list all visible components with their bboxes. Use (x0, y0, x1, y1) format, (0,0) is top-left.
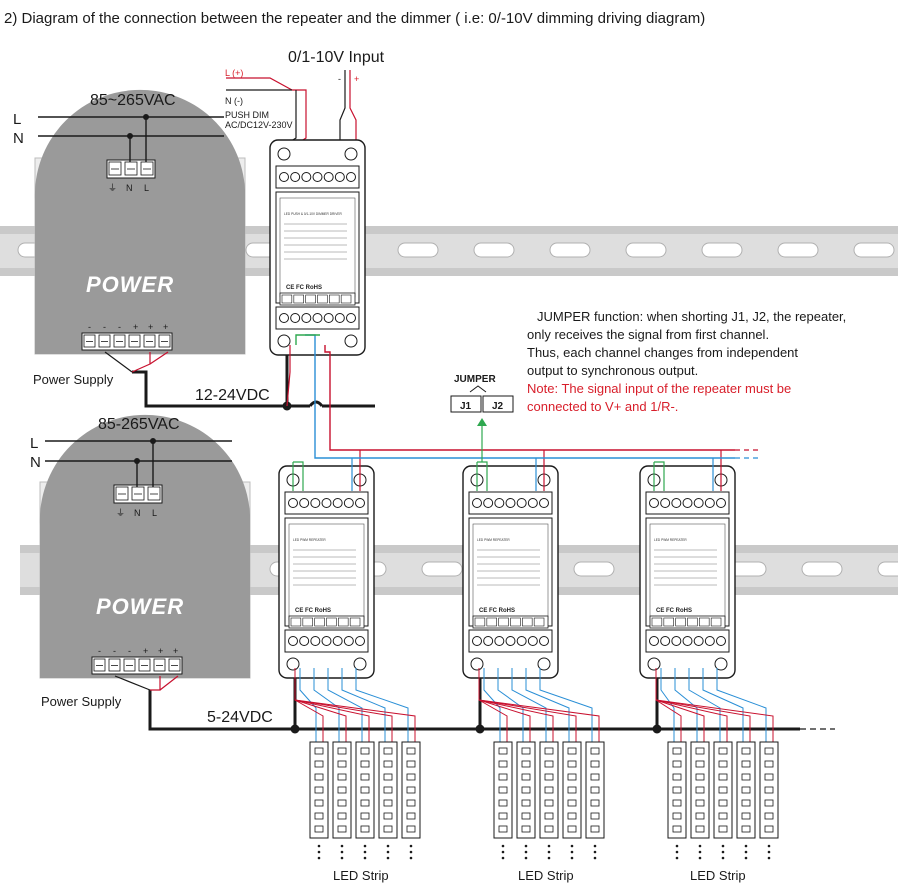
led-group-2-strip-3 (539, 741, 559, 860)
psu-bottom-sign-6: + (173, 646, 178, 656)
psu-top-sign-1: - (88, 322, 91, 332)
jumper-note: JUMPER function: when shorting J1, J2, t… (527, 309, 846, 414)
led-group-1-strip-5 (401, 741, 421, 860)
dimmer-module-label: LED PUSH & 0/1-10V DIMMER DRIVER (284, 212, 342, 216)
repeater-3: LED PWM REPEATER CE FC RoHS (639, 465, 736, 679)
led-group-2 (478, 668, 605, 860)
jumper-j2: J2 (492, 401, 504, 412)
mains-bottom-l: L (30, 435, 38, 452)
psu-bottom-output-terminals (91, 656, 183, 675)
repeater-3-marks: CE FC RoHS (656, 608, 692, 614)
push-dim-line1: PUSH DIM (225, 110, 269, 120)
mains-top-voltage: 85~265VAC (90, 92, 176, 109)
led-group-2-strip-1 (493, 741, 513, 860)
repeater-inputs (292, 450, 722, 491)
mains-bottom-voltage: 85-265VAC (98, 416, 180, 433)
psu-top-sign-6: + (163, 322, 168, 332)
led-group-2-strip-5 (585, 741, 605, 860)
psu-bottom-mark-l: L (152, 508, 157, 518)
psu-bottom-mark-n: N (134, 508, 141, 518)
input-plus-sign: + (354, 74, 359, 84)
led-caption-2: LED Strip (518, 868, 574, 883)
psu-bottom-input-terminals (113, 484, 163, 504)
psu-bottom-sign-1: - (98, 646, 101, 656)
repeater-1-label: LED PWM REPEATER (293, 538, 326, 542)
psu-top-output-terminals (81, 332, 173, 351)
note-line4: output to synchronous output. (527, 363, 698, 378)
note-line3: Thus, each channel changes from independ… (527, 345, 798, 360)
repeater-2: LED PWM REPEATER CE FC RoHS (462, 465, 559, 679)
psu-top-mark-earth: ⏚ (108, 183, 117, 193)
psu-top-signs: - - - + + + (88, 322, 168, 332)
led-caption-1: LED Strip (333, 868, 389, 883)
led-group-1-strip-3 (355, 741, 375, 860)
repeater-2-label: LED PWM REPEATER (477, 538, 510, 542)
psu-top-mark-n: N (126, 183, 133, 193)
note-line1: JUMPER function: when shorting J1, J2, t… (537, 309, 846, 324)
repeater-1: LED PWM REPEATER CE FC RoHS (278, 465, 375, 679)
led-group-1-strip-1 (309, 741, 329, 860)
repeater-1-marks: CE FC RoHS (295, 608, 331, 614)
led-caption-3: LED Strip (690, 868, 746, 883)
dimmer-module: LED PUSH & 0/1-10V DIMMER DRIVER CE FC Ro… (269, 139, 366, 356)
jumper-title: JUMPER (454, 374, 496, 385)
signal-bus (295, 334, 735, 459)
note-line2: only receives the signal from first chan… (527, 327, 769, 342)
power-supply-bottom: POWER (39, 414, 251, 679)
mains-top-l: L (13, 111, 21, 128)
psu-bottom-sign-4: + (143, 646, 148, 656)
dimmer-module-marks: CE FC RoHS (286, 285, 322, 291)
led-group-3-strip-1 (667, 741, 687, 860)
led-group-1-strip-4 (378, 741, 398, 860)
input-label: 0/1-10V Input (288, 49, 385, 66)
psu-brand-bottom: POWER (96, 594, 184, 619)
psu-top-sign-4: + (133, 322, 138, 332)
led-group-3 (655, 668, 779, 860)
psu-bottom-mark-earth: ⏚ (116, 508, 125, 518)
mains-bottom-n: N (30, 454, 41, 471)
psu-bottom-sign-5: + (158, 646, 163, 656)
power-supply-top: POWER (34, 89, 246, 355)
input-minus-sign: - (338, 74, 341, 84)
repeater-2-marks: CE FC RoHS (479, 608, 515, 614)
dc-bus-top (132, 345, 375, 408)
led-group-1 (294, 668, 421, 860)
led-group-3-strip-3 (713, 741, 733, 860)
jumper-j1: J1 (460, 401, 472, 412)
psu-top-input-terminals (106, 159, 156, 179)
note-red1: Note: The signal input of the repeater m… (527, 381, 791, 396)
push-dim-line2: AC/DC12V-230V (225, 120, 293, 130)
psu-bottom-sign-2: - (113, 646, 116, 656)
led-group-3-strip-2 (690, 741, 710, 860)
jumper: JUMPER J1 J2 (450, 374, 514, 462)
led-group-1-strip-2 (332, 741, 352, 860)
psu-bottom-sign-3: - (128, 646, 131, 656)
diagram-title: 2) Diagram of the connection between the… (4, 10, 705, 27)
led-group-3-strip-4 (736, 741, 756, 860)
psu-brand-top: POWER (86, 272, 174, 297)
psu-top-sign-5: + (148, 322, 153, 332)
psu-top-sign-2: - (103, 322, 106, 332)
psu-top-sign-3: - (118, 322, 121, 332)
psu-bottom-signs: - - - + + + (98, 646, 178, 656)
psu-bottom-caption: Power Supply (41, 694, 122, 709)
push-dim-n: N (-) (225, 96, 243, 106)
led-group-2-strip-4 (562, 741, 582, 860)
psu-top-mark-l: L (144, 183, 149, 193)
mains-top-n: N (13, 130, 24, 147)
psu-top-caption: Power Supply (33, 372, 114, 387)
repeater-3-label: LED PWM REPEATER (654, 538, 687, 542)
led-group-3-strip-5 (759, 741, 779, 860)
note-red2: connected to V+ and 1/R-. (527, 399, 678, 414)
dc-bus-bottom-label: 5-24VDC (207, 709, 273, 726)
led-group-2-strip-2 (516, 741, 536, 860)
push-dim-l: L (+) (225, 68, 243, 78)
dc-bus-top-label: 12-24VDC (195, 387, 270, 404)
